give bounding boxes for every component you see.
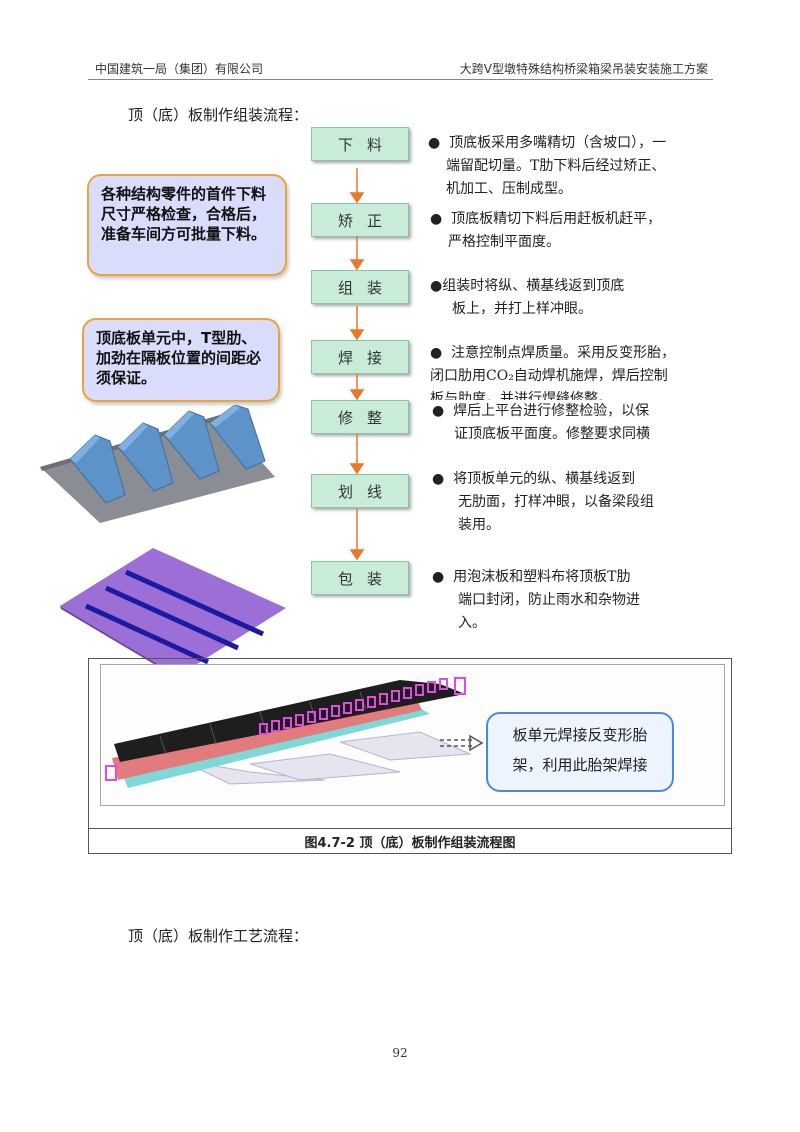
desc-line: 板与肋度，并进行焊缝修整。 (430, 391, 612, 400)
section-title-assembly: 顶（底）板制作组装流程： (128, 106, 309, 124)
step-box-trimming: 修整 (311, 400, 409, 434)
flow-arrow-head-icon (349, 389, 365, 401)
flow-arrows (349, 168, 365, 561)
desc-line: 注意控制点焊质量。采用反变形胎， (451, 345, 676, 361)
step-desc-marking: ● 将顶板单元的纵、横基线返到 无肋面，打样冲眼，以备梁段组 装用。 (432, 468, 732, 537)
figure-caption: 图4.7-2 顶（底）板制作组装流程图 (304, 836, 516, 851)
header-document-title: 大跨V型墩特殊结构桥梁箱梁吊装安装施工方案 (459, 62, 708, 76)
desc-line: 端留配切量。T肋下料后经过矫正、 (446, 158, 666, 174)
bullet-icon: ● (430, 278, 443, 294)
step-desc-assembling: ●组装时将纵、横基线返到顶底 板上，并打上样冲眼。 (430, 275, 730, 321)
header-company: 中国建筑一局（集团）有限公司 (95, 62, 264, 76)
bullet-icon: ● (432, 471, 445, 487)
desc-line: 顶底板精切下料后用赶板机赶平， (451, 211, 662, 227)
desc-line: 板上，并打上样冲眼。 (452, 301, 592, 317)
desc-line: 机加工、压制成型。 (446, 181, 572, 197)
page-number: 92 (392, 1046, 408, 1060)
desc-line: 将顶板单元的纵、横基线返到 (453, 471, 636, 487)
step-box-straightening: 矫正 (311, 203, 409, 237)
flow-arrow-head-icon (349, 192, 365, 204)
callout-rib-spacing: 顶底板单元中，T型肋、加劲在隔板位置的间距必须保证。 (82, 318, 280, 402)
dashed-arrow-icon (440, 734, 484, 752)
bullet-icon: ● (432, 569, 445, 585)
section-title-process: 顶（底）板制作工艺流程： (128, 927, 309, 945)
step-box-marking: 划线 (311, 474, 409, 508)
desc-line: 焊后上平台进行修整检验，以保 (453, 403, 650, 419)
flow-arrow-head-icon (349, 259, 365, 271)
step-desc-trimming: ● 焊后上平台进行修整检验，以保 证顶底板平面度。修整要求同横 (432, 400, 732, 446)
figure-frame (88, 658, 732, 854)
desc-line: 组装时将纵、横基线返到顶底 (442, 278, 625, 294)
flow-arrow-head-icon (349, 549, 365, 561)
welding-jig-illustration (105, 677, 471, 788)
desc-line: 严格控制平面度。 (448, 234, 560, 250)
header-rule (88, 79, 713, 80)
step-desc-welding: ● 注意控制点焊质量。采用反变形胎， 闭口肋用CO₂自动焊机施焊，焊后控制 板与… (430, 342, 730, 400)
flat-plate-illustration (60, 548, 286, 678)
step-desc-straightening: ● 顶底板精切下料后用赶板机赶平， 严格控制平面度。 (430, 208, 730, 254)
bullet-icon: ● (428, 135, 441, 151)
step-desc-cutting: ● 顶底板采用多嘴精切（含坡口），一 端留配切量。T肋下料后经过矫正、 机加工、… (428, 132, 728, 198)
desc-line: 装用。 (458, 517, 500, 533)
flow-arrow-head-icon (349, 463, 365, 475)
desc-line: 闭口肋用CO₂自动焊机施焊，焊后控制 (430, 368, 668, 384)
flow-arrow-head-icon (349, 329, 365, 341)
ribbed-plate-illustration (40, 405, 275, 523)
desc-line: 用泡沫板和塑料布将顶板T肋 (453, 569, 631, 585)
desc-line: 入。 (458, 615, 486, 630)
desc-line: 顶底板采用多嘴精切（含坡口），一 (449, 135, 667, 151)
desc-line: 端口封闭，防止雨水和杂物进 (458, 592, 640, 608)
bullet-icon: ● (430, 345, 443, 361)
step-box-welding: 焊接 (311, 340, 409, 374)
callout-first-piece-check: 各种结构零件的首件下料尺寸严格检查，合格后，准备车间方可批量下料。 (87, 174, 287, 276)
desc-line: 证顶底板平面度。修整要求同横 (454, 426, 650, 442)
jig-note: 板单元焊接反变形胎架，利用此胎架焊接 (486, 712, 674, 792)
caption-rule (88, 828, 732, 829)
step-desc-packing: ● 用泡沫板和塑料布将顶板T肋 端口封闭，防止雨水和杂物进 入。 (432, 566, 732, 630)
step-box-assembling: 组装 (311, 270, 409, 304)
desc-line: 无肋面，打样冲眼，以备梁段组 (458, 494, 654, 510)
bullet-icon: ● (432, 403, 445, 419)
bullet-icon: ● (430, 211, 443, 227)
step-box-cutting: 下料 (311, 127, 409, 161)
step-box-packing: 包装 (311, 561, 409, 595)
